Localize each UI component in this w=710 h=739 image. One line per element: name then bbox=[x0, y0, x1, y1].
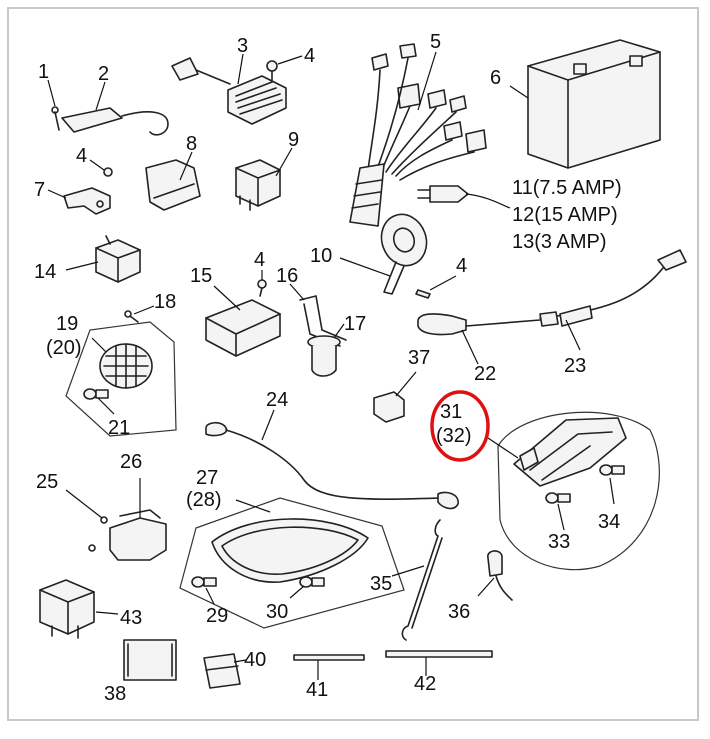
part-9-relay bbox=[235, 159, 281, 211]
label-33: 33 bbox=[548, 531, 570, 553]
label-13: 13(3 AMP) bbox=[512, 231, 606, 253]
part-25-screw bbox=[88, 516, 108, 552]
part-10-horn bbox=[380, 213, 428, 295]
part-1-screw bbox=[51, 106, 60, 131]
label-25: 25 bbox=[36, 471, 58, 493]
label-34: 34 bbox=[598, 511, 620, 533]
part-43-relay bbox=[39, 579, 95, 639]
part-41-strip bbox=[293, 654, 365, 661]
label-5: 5 bbox=[430, 31, 441, 53]
part-37-switch bbox=[373, 391, 405, 423]
part-4-bolt-b bbox=[103, 167, 113, 177]
group-19-20-outline bbox=[65, 321, 177, 437]
part-26-holder bbox=[109, 509, 167, 561]
label-38: 38 bbox=[104, 683, 126, 705]
part-6-battery bbox=[527, 39, 661, 169]
label-7: 7 bbox=[34, 179, 45, 201]
part-35-spring bbox=[401, 519, 443, 641]
part-3-regulator bbox=[171, 57, 287, 125]
label-15: 15 bbox=[190, 265, 212, 287]
part-21-bulb bbox=[83, 388, 109, 400]
part-14-unit bbox=[95, 235, 141, 283]
label-27: 27 bbox=[196, 467, 218, 489]
label-17: 17 bbox=[344, 313, 366, 335]
part-33-bulb bbox=[545, 492, 571, 504]
label-42: 42 bbox=[414, 673, 436, 695]
label-31: 31 bbox=[440, 401, 462, 423]
part-5-wiring-harness bbox=[349, 43, 487, 227]
part-19-lens bbox=[99, 343, 153, 389]
part-4-bolt-a bbox=[266, 60, 278, 83]
label-21: 21 bbox=[108, 417, 130, 439]
label-2: 2 bbox=[98, 63, 109, 85]
part-18-screw bbox=[124, 310, 139, 323]
part-17-socket bbox=[307, 335, 341, 377]
label-28: (28) bbox=[186, 489, 222, 511]
part-29-bulb bbox=[191, 576, 217, 588]
label-30: 30 bbox=[266, 601, 288, 623]
part-31-tail-light bbox=[513, 417, 627, 487]
label-6: 6 bbox=[490, 67, 501, 89]
label-41: 41 bbox=[306, 679, 328, 701]
diagram-frame bbox=[7, 7, 699, 721]
label-11: 11(7.5 AMP) bbox=[512, 177, 622, 199]
label-26: 26 bbox=[120, 451, 142, 473]
label-9: 9 bbox=[288, 129, 299, 151]
label-40: 40 bbox=[244, 649, 266, 671]
part-23-cable bbox=[539, 249, 687, 327]
part-30-bulb bbox=[299, 576, 325, 588]
label-14: 14 bbox=[34, 261, 56, 283]
part-38-box bbox=[123, 639, 177, 681]
label-3: 3 bbox=[237, 35, 248, 57]
label-24: 24 bbox=[266, 389, 288, 411]
part-34-bulb bbox=[599, 464, 625, 476]
highlight-circle bbox=[430, 390, 490, 462]
part-4-bolt-c bbox=[415, 289, 431, 299]
group-31-32-outline bbox=[497, 411, 660, 571]
label-22: 22 bbox=[474, 363, 496, 385]
label-37: 37 bbox=[408, 347, 430, 369]
part-11-fuse bbox=[417, 185, 469, 203]
label-36: 36 bbox=[448, 601, 470, 623]
label-4-d: 4 bbox=[254, 249, 265, 271]
part-4-bolt-d bbox=[257, 279, 267, 297]
label-4: 4 bbox=[304, 45, 315, 67]
group-27-28-outline bbox=[179, 497, 405, 629]
part-2-sensor bbox=[61, 107, 169, 136]
part-40-grommet bbox=[203, 653, 241, 689]
label-16: 16 bbox=[276, 265, 298, 287]
part-15-cdi-unit bbox=[205, 299, 281, 357]
part-7-clip bbox=[63, 187, 111, 215]
label-8: 8 bbox=[186, 133, 197, 155]
label-29: 29 bbox=[206, 605, 228, 627]
part-27-headlight bbox=[211, 518, 369, 583]
label-20: (20) bbox=[46, 337, 82, 359]
label-23: 23 bbox=[564, 355, 586, 377]
part-8-cover bbox=[145, 159, 201, 211]
label-32: (32) bbox=[436, 425, 472, 447]
label-1: 1 bbox=[38, 61, 49, 83]
label-10: 10 bbox=[310, 245, 332, 267]
label-35: 35 bbox=[370, 573, 392, 595]
part-36-bulb bbox=[487, 550, 513, 601]
label-12: 12(15 AMP) bbox=[512, 204, 618, 226]
label-18: 18 bbox=[154, 291, 176, 313]
part-22-cable-end bbox=[417, 313, 541, 336]
label-4-b: 4 bbox=[76, 145, 87, 167]
label-43: 43 bbox=[120, 607, 142, 629]
label-4-c: 4 bbox=[456, 255, 467, 277]
label-19: 19 bbox=[56, 313, 78, 335]
part-42-strip bbox=[385, 650, 493, 658]
part-24-wire bbox=[205, 421, 459, 510]
